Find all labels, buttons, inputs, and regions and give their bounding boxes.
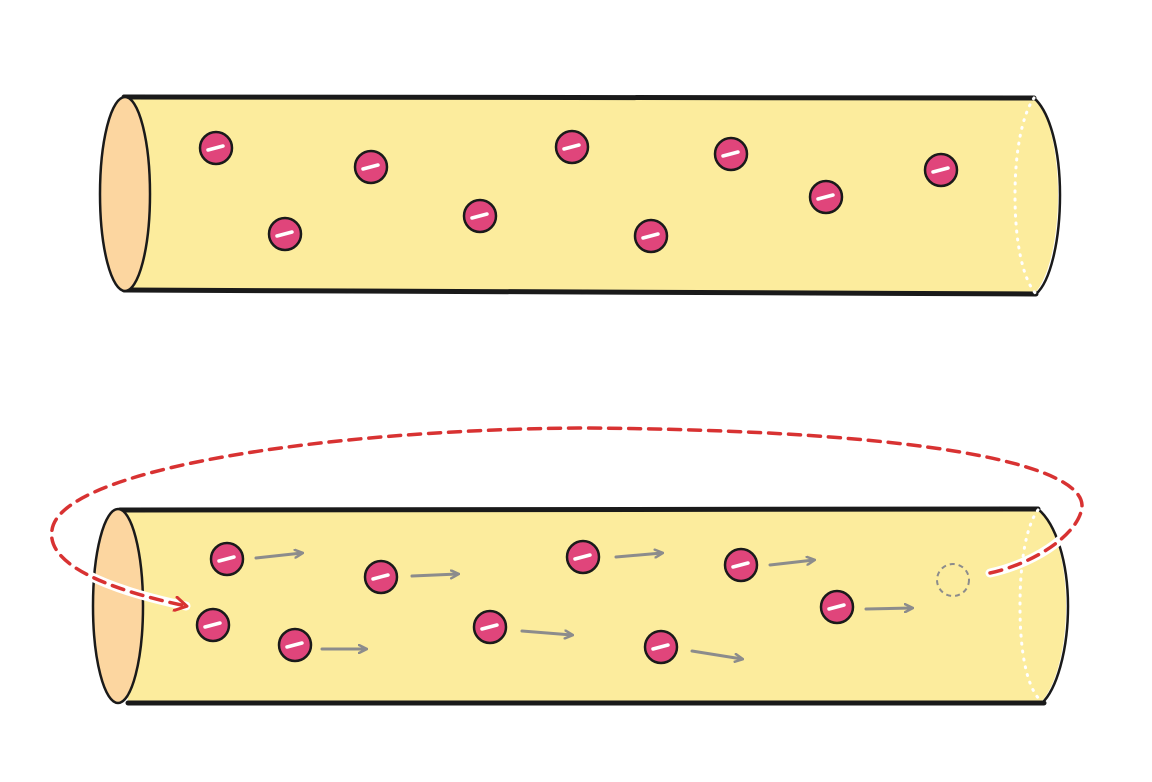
minus-sign-icon [217,555,236,563]
top-wire-upper-edge [121,94,1037,101]
electron [713,136,749,172]
bottom-wire-body [118,509,1066,703]
minus-sign-icon [285,641,304,649]
electron [209,541,245,577]
minus-sign-icon [203,621,222,629]
electron [923,152,959,188]
bottom-wire-right-end-outline [1037,508,1070,704]
drift-arrow [254,553,302,560]
return-loop-path [50,426,1084,606]
minus-sign-icon [827,603,846,611]
bottom-wire-electrons [195,539,855,665]
electron [198,130,234,166]
bottom-wire-left-end-face [91,507,145,705]
top-wire-right-end-outline [1033,97,1062,295]
minus-sign-icon [721,150,740,158]
minus-sign-icon [361,163,380,171]
electron-vacancy [936,563,970,597]
electron [554,129,590,165]
minus-sign-icon [562,143,581,151]
minus-sign-icon [573,553,592,561]
minus-sign-icon [731,561,750,569]
electron [267,216,303,252]
electron [462,198,498,234]
electron [277,627,313,663]
drift-arrows [254,553,912,659]
top-wire-electrons [198,129,959,254]
top-wire-left-end-face [98,95,152,293]
minus-sign-icon [931,166,950,174]
electron [819,589,855,625]
minus-sign-icon [816,193,835,201]
bottom-wire-hidden-back-edge [1018,508,1044,704]
electron [472,609,508,645]
minus-sign-icon [371,573,390,581]
drift-arrow [768,560,814,567]
top-wire-lower-edge [121,287,1039,297]
electron [363,559,399,595]
bottom-wire-upper-edge [117,506,1041,513]
minus-sign-icon [641,232,660,240]
electron [195,607,231,643]
minus-sign-icon [651,643,670,651]
minus-sign-icon [206,144,225,152]
electron [723,547,759,583]
drift-arrow [614,553,662,557]
drift-arrow [520,631,572,635]
bottom-wire [47,423,1087,706]
minus-sign-icon [470,212,489,220]
minus-sign-icon [480,623,499,631]
drift-arrow [410,574,458,576]
electron [633,218,669,254]
drift-arrow [690,649,742,659]
electron [353,149,389,185]
top-wire [98,94,1062,297]
drift-arrow [864,608,912,609]
electron [808,179,844,215]
top-wire-body [124,97,1058,294]
top-wire-hidden-back-edge [1013,96,1038,296]
electron [643,629,679,665]
minus-sign-icon [275,230,294,238]
electron [565,539,601,575]
